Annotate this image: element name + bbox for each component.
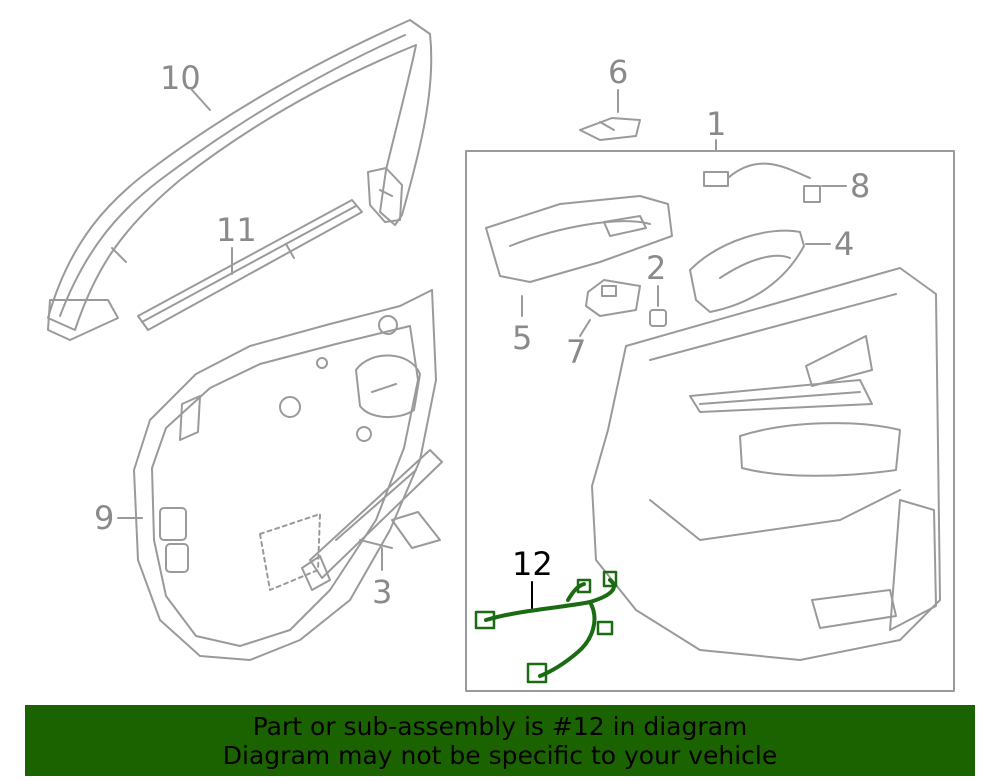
part-6-pad [579,117,641,141]
part-9-inner-door-panel [133,289,437,661]
banner-line-2: Diagram may not be specific to your vehi… [222,740,778,770]
callout-4: 4 [834,225,855,263]
callout-7: 7 [566,333,587,371]
part-1-trim-panel-box [465,150,955,692]
part-2-plug [649,309,667,327]
part-4-inside-handle [689,229,805,313]
part-3-window-regulator [301,449,443,591]
callout-11: 11 [216,211,257,249]
part-1-door-trim-panel [591,267,941,661]
part-8-harness-pigtail [703,162,821,203]
notice-banner: Part or sub-assembly is #12 in diagram D… [25,705,975,776]
callout-5: 5 [512,319,533,357]
banner-line-1: Part or sub-assembly is #12 in diagram [252,711,748,741]
callout-12: 12 [512,545,553,583]
leader-7 [579,319,591,337]
callout-8: 8 [850,167,871,205]
part-7-window-switch [585,279,641,317]
callout-3: 3 [372,573,393,611]
leader-10 [191,89,211,111]
part-11-window-sweep [137,199,363,331]
part-12-wiring-harness [474,570,618,684]
part-10-window-frame [47,19,433,341]
callout-10: 10 [160,59,201,97]
callout-6: 6 [608,53,629,91]
parts-diagram [47,19,955,692]
callout-2: 2 [646,249,667,287]
part-5-switch-bezel [485,195,673,283]
callout-9: 9 [94,499,115,537]
callout-1: 1 [706,105,727,143]
